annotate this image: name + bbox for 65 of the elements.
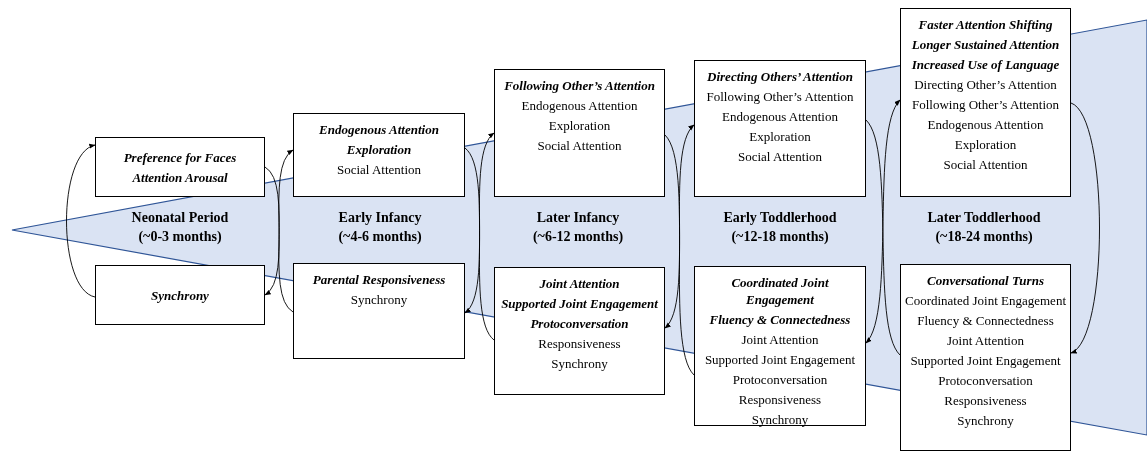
- skill-text: Joint Attention: [741, 330, 819, 348]
- new-skill-text: Increased Use of Language: [911, 55, 1060, 73]
- milestone-box: [900, 8, 1071, 197]
- milestone-box: [900, 264, 1071, 451]
- new-skill-text: Following Other’s Attention: [504, 76, 655, 94]
- skill-text: Protoconversation: [732, 370, 828, 388]
- milestone-box: [694, 60, 866, 197]
- new-skill-text: Joint Attention: [539, 274, 620, 292]
- skill-text: Exploration: [749, 127, 811, 145]
- skill-text: Synchrony: [350, 290, 408, 308]
- stage-label: Neonatal Period: [131, 209, 229, 227]
- new-skill-text: Exploration: [346, 140, 412, 158]
- skill-text: Synchrony: [957, 411, 1014, 429]
- skill-text: Directing Other’s Attention: [914, 75, 1057, 93]
- skill-text: Synchrony: [751, 410, 809, 428]
- skill-text: Social Attention: [537, 136, 622, 154]
- age-range-label: (~18-24 months): [935, 228, 1033, 246]
- new-skill-text: Protoconversation: [530, 314, 629, 332]
- skill-text: Exploration: [954, 135, 1017, 153]
- skill-text: Synchrony: [551, 354, 608, 372]
- milestone-box: [694, 266, 866, 426]
- skill-text: Endogenous Attention: [927, 115, 1044, 133]
- age-range-label: (~6-12 months): [532, 228, 624, 246]
- skill-text: Following Other’s Attention: [706, 87, 854, 105]
- milestone-box: [494, 267, 665, 395]
- milestone-box: [293, 113, 465, 197]
- skill-text: Coordinated Joint Engagement: [905, 291, 1066, 309]
- skill-text: Endogenous Attention: [521, 96, 638, 114]
- skill-text: Protoconversation: [938, 371, 1033, 389]
- new-skill-text: Attention Arousal: [132, 168, 228, 186]
- skill-text: Fluency & Connectedness: [917, 311, 1054, 329]
- skill-text: Social Attention: [943, 155, 1028, 173]
- new-skill-text: Supported Joint Engagement: [501, 294, 658, 312]
- new-skill-text: Fluency & Connectedness: [709, 310, 851, 328]
- skill-text: Supported Joint Engagement: [910, 351, 1061, 369]
- new-skill-text: Directing Others’ Attention: [707, 67, 853, 85]
- skill-text: Joint Attention: [947, 331, 1024, 349]
- stage-label: Early Toddlerhood: [723, 209, 837, 227]
- age-range-label: (~0-3 months): [138, 228, 222, 246]
- skill-text: Endogenous Attention: [722, 107, 838, 125]
- new-skill-text: Conversational Turns: [927, 271, 1044, 289]
- skill-text: Social Attention: [737, 147, 823, 165]
- new-skill-text: Coordinated Joint Engagement: [730, 273, 830, 308]
- age-range-label: (~12-18 months): [731, 228, 829, 246]
- new-skill-text: Faster Attention Shifting: [918, 15, 1053, 33]
- milestone-box: [494, 69, 665, 197]
- age-range-label: (~4-6 months): [338, 228, 422, 246]
- new-skill-text: Parental Responsiveness: [312, 270, 446, 288]
- stage-label: Later Toddlerhood: [927, 209, 1041, 227]
- new-skill-text: Synchrony: [151, 286, 209, 304]
- stage-label: Later Infancy: [536, 209, 620, 227]
- skill-text: Responsiveness: [538, 334, 621, 352]
- milestone-box: [95, 137, 265, 197]
- stage-label: Early Infancy: [338, 209, 422, 227]
- skill-text: Exploration: [548, 116, 611, 134]
- skill-text: Responsiveness: [738, 390, 822, 408]
- skill-text: Social Attention: [336, 160, 422, 178]
- milestone-box: [293, 263, 465, 359]
- skill-text: Supported Joint Engagement: [704, 350, 856, 368]
- new-skill-text: Longer Sustained Attention: [911, 35, 1060, 53]
- new-skill-text: Preference for Faces: [123, 148, 237, 166]
- milestone-box: [95, 265, 265, 325]
- new-skill-text: Endogenous Attention: [319, 120, 439, 138]
- skill-text: Responsiveness: [944, 391, 1027, 409]
- skill-text: Following Other’s Attention: [911, 95, 1060, 113]
